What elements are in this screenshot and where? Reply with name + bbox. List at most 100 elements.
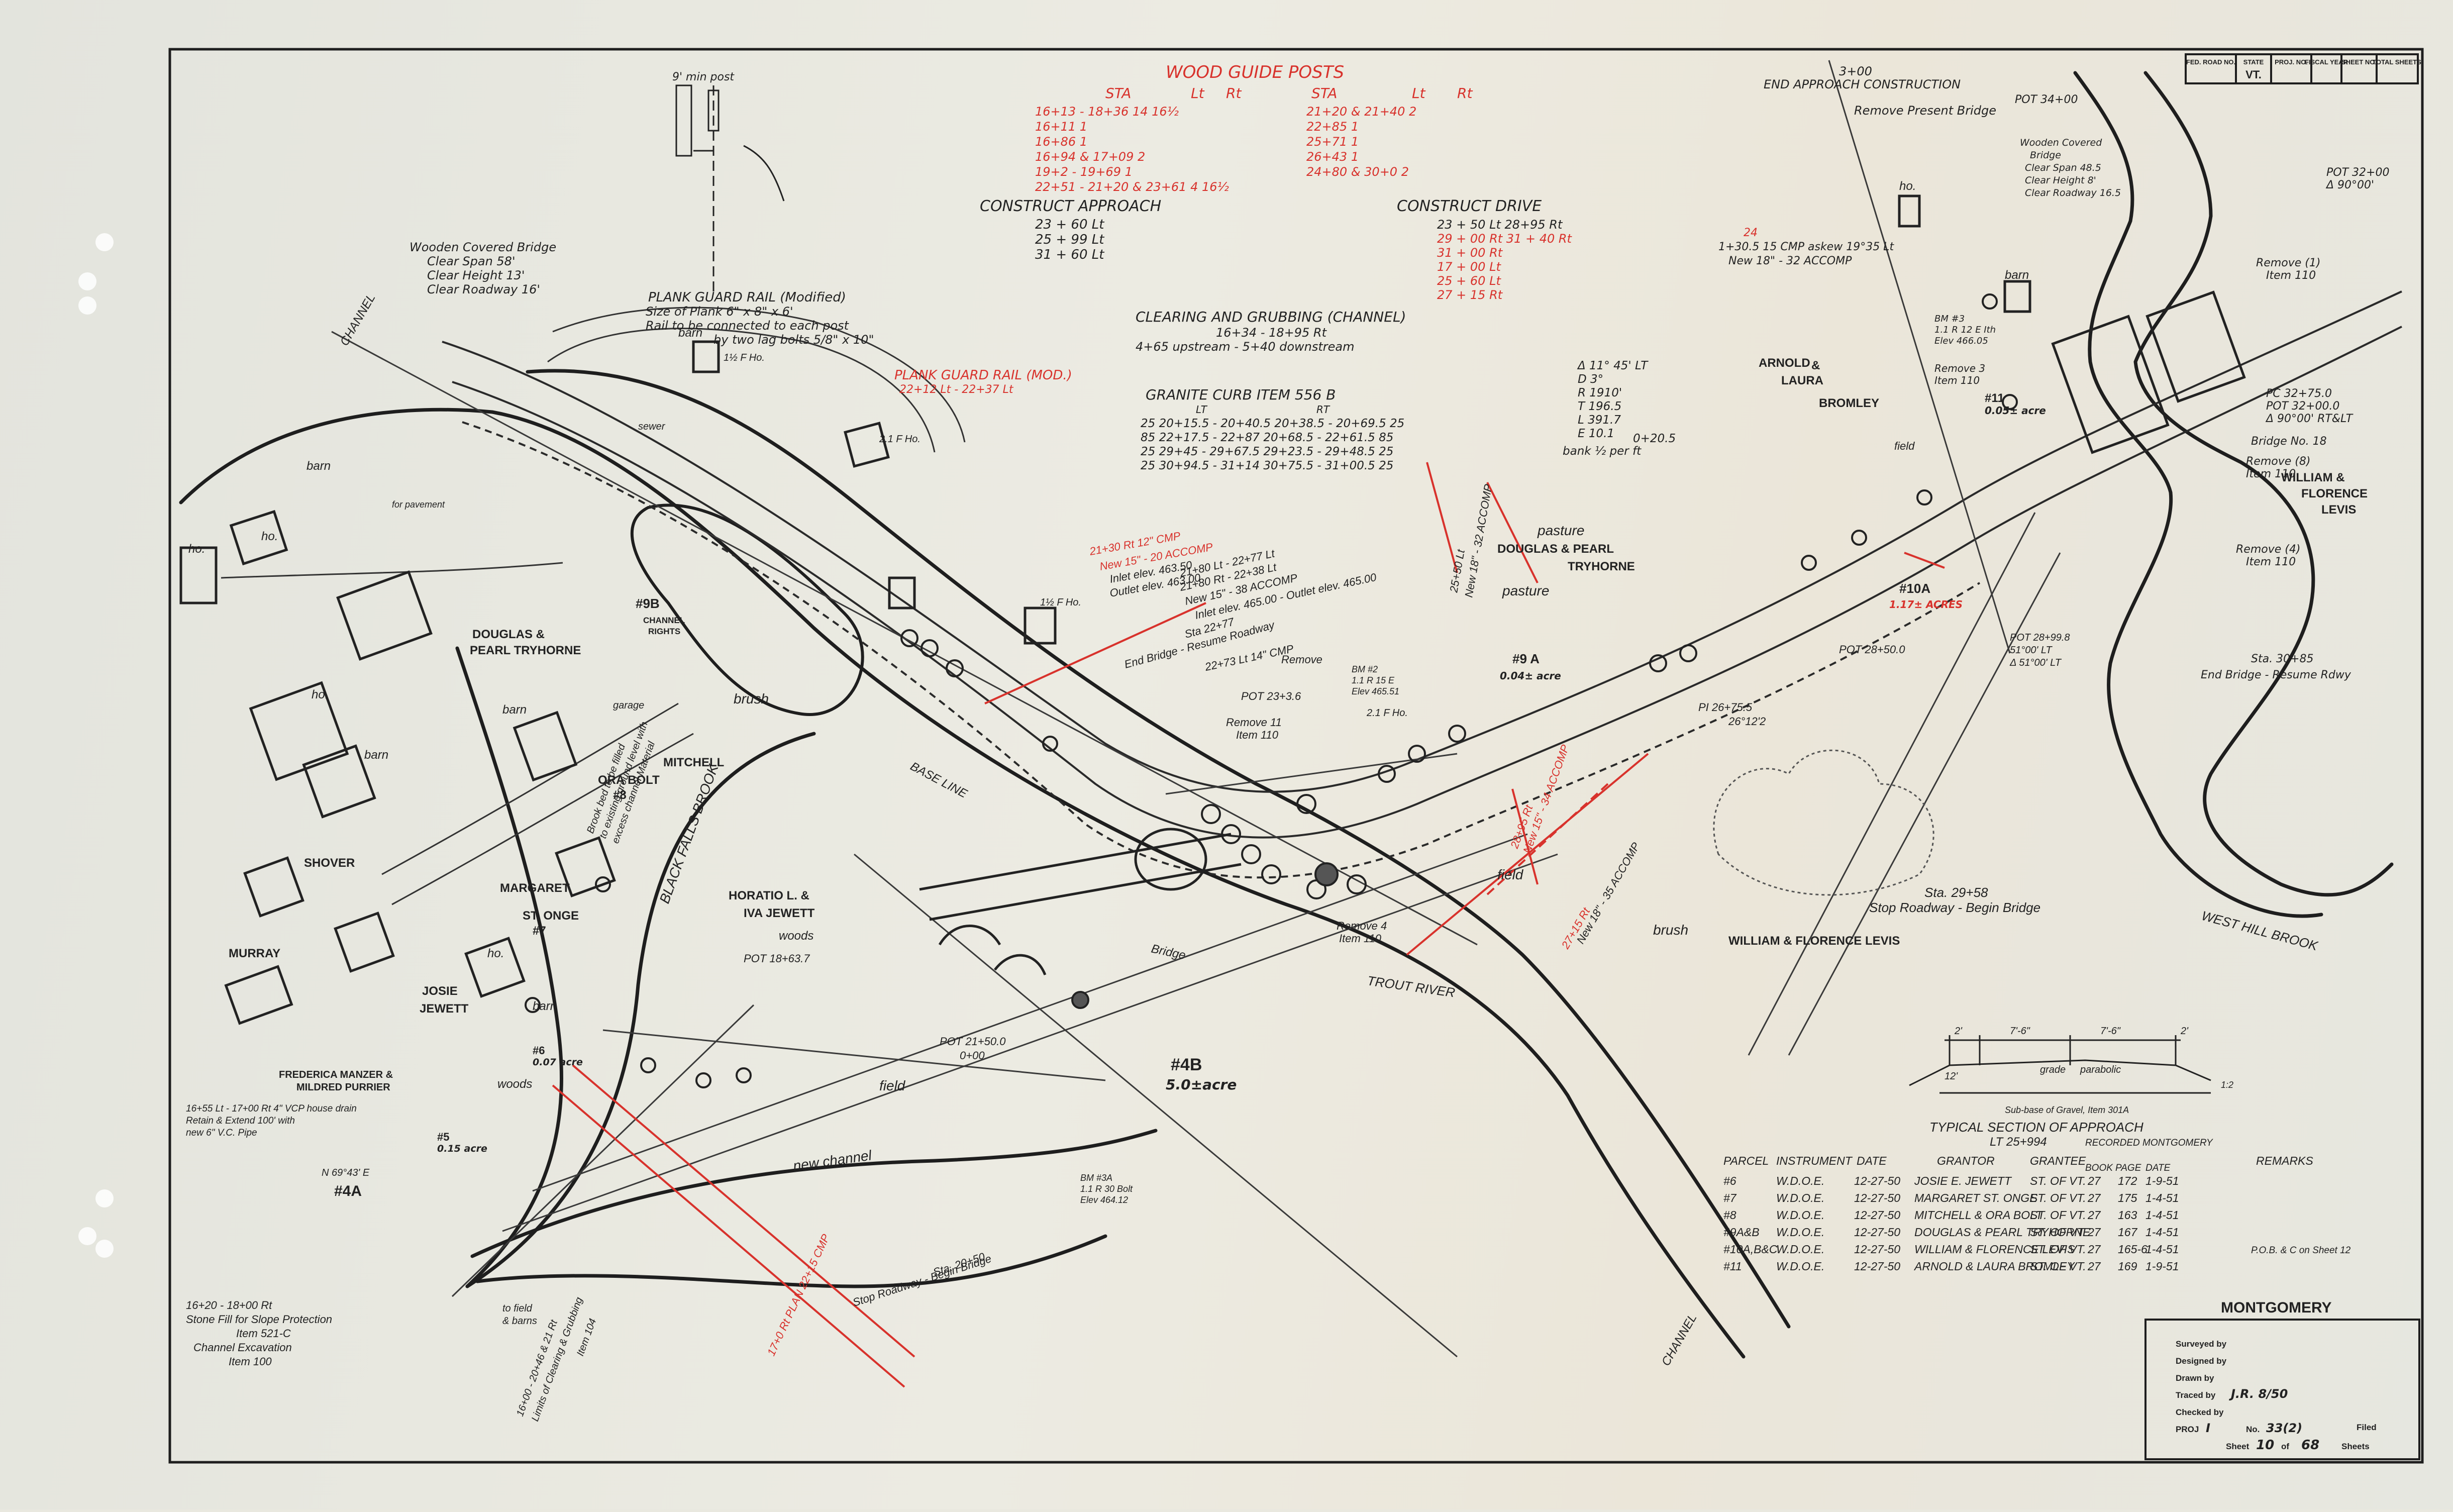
pot-2899-b: 51°00' LT — [2010, 645, 2053, 656]
owner-margaret-1: MARGARET — [500, 881, 570, 895]
tr-bridge-2: Bridge — [2030, 150, 2061, 161]
tree-symbols — [525, 293, 2018, 1088]
traced-by: Traced by — [2176, 1390, 2216, 1400]
table-cell: 27 — [2087, 1226, 2101, 1239]
label-barn-6: barn — [2005, 268, 2029, 282]
label-ho-4: ho. — [487, 947, 504, 960]
table-cell: 1-9-51 — [2145, 1174, 2179, 1187]
table-cell: 12-27-50 — [1854, 1260, 1900, 1273]
plank-note-1: PLANK GUARD RAIL (Modified) — [648, 290, 846, 305]
label-base-line: BASE LINE — [908, 759, 970, 801]
n6-bearing: N 69°43' E — [322, 1167, 370, 1178]
granite-lt: LT — [1196, 404, 1208, 416]
plank-mod-1: PLANK GUARD RAIL (MOD.) — [894, 368, 1072, 383]
plank-note-3: Rail to be connected to each post — [646, 319, 850, 333]
table-cell: 1-4-51 — [2145, 1226, 2179, 1239]
owner-margaret-3: #7 — [533, 924, 546, 938]
section-base: Sub-base of Gravel, Item 301A — [2005, 1105, 2129, 1115]
table-cell: W.D.O.E. — [1776, 1208, 1824, 1222]
trout-river-north-bank — [179, 408, 1746, 1359]
bm3a-1: BM #3A — [1080, 1173, 1112, 1183]
construct-drive-row-6: 27 + 15 Rt — [1437, 288, 1503, 302]
post-detail-label: 9' min post — [672, 71, 735, 83]
pi-2675-sub: 26°12'2 — [1728, 715, 1766, 728]
owner-mitchell-3: #8 — [613, 788, 627, 802]
owner-william-r-1: WILLIAM & — [2281, 471, 2345, 484]
table-cell: #7 — [1723, 1191, 1737, 1204]
parcel-11: #11 — [1985, 391, 2004, 405]
stone-1: 16+20 - 18+00 Rt — [186, 1299, 272, 1312]
tr-bridge-1: Wooden Covered — [2020, 137, 2102, 148]
owner-arnold-4: BROMLEY — [1819, 396, 1879, 410]
table-cell: P.O.B. & C on Sheet 12 — [2251, 1245, 2351, 1256]
guide-posts-title: WOOD GUIDE POSTS — [1166, 62, 1344, 82]
table-cell: WILLIAM & FLORENCE LEVIS — [1914, 1243, 2075, 1256]
hdr-total-sheets: TOTAL SHEETS — [2372, 58, 2421, 66]
parcel-4a: #4A — [334, 1183, 362, 1199]
label-barn-1: barn — [306, 459, 331, 473]
tr-bridge18: Bridge No. 18 — [2251, 435, 2327, 448]
table-cell: ST. OF VT. — [2030, 1260, 2086, 1273]
curve-sta: 0+20.5 — [1633, 432, 1676, 445]
drain-1: 16+55 Lt - 17+00 Rt 4" VCP house drain — [186, 1103, 357, 1114]
plank-note-2: Size of Plank 6" x 8" x 6' — [646, 305, 793, 319]
tr-remove3-2: Item 110 — [1934, 374, 1980, 386]
granite-rt: RT — [1316, 404, 1331, 416]
curve-bank: bank ½ per ft — [1563, 445, 1642, 458]
bm2-3: Elev 465.51 — [1352, 686, 1399, 696]
gp-left-hdr-rt: Rt — [1226, 85, 1242, 102]
table-cell: 1-4-51 — [2145, 1191, 2179, 1204]
clearing-2: 16+34 - 18+95 Rt — [1216, 326, 1327, 340]
section-dim-5: 12' — [1945, 1071, 1958, 1082]
bridge-note-2: Clear Span 58' — [427, 254, 516, 268]
ph-grantor: GRANTOR — [1937, 1154, 1995, 1167]
gp-left-row-4: 16+94 & 17+09 2 — [1035, 150, 1145, 164]
bm3a-3: Elev 464.12 — [1080, 1195, 1128, 1205]
granite-curb-note: GRANITE CURB ITEM 556 B LT RT 25 20+15.5… — [1141, 386, 1404, 472]
table-cell: 165-6 — [2118, 1243, 2148, 1256]
label-flho-3: 1½ F Ho. — [1040, 597, 1081, 608]
parcel-10a-area: 1.17± ACRES — [1889, 598, 1963, 611]
parcel-10a: #10A — [1899, 581, 1930, 596]
table-cell: 12-27-50 — [1854, 1191, 1900, 1204]
state-value: VT. — [2245, 68, 2262, 81]
bm2-1: BM #2 — [1352, 664, 1378, 674]
table-cell: 12-27-50 — [1854, 1174, 1900, 1187]
clearing-1: CLEARING AND GRUBBING (CHANNEL) — [1136, 309, 1406, 325]
parcel-9b-ch: CHANNEL — [643, 616, 685, 625]
construct-approach-row-3: 31 + 60 Lt — [1035, 247, 1104, 262]
ph-remarks: REMARKS — [2256, 1154, 2313, 1167]
table-cell: 27 — [2087, 1174, 2101, 1187]
parcel-9a: #9 A — [1512, 651, 1540, 666]
table-cell: 1-4-51 — [2145, 1243, 2179, 1256]
tr-cmp-3: New 18" - 32 ACCOMP — [1728, 255, 1852, 267]
construct-drive-row-2: 29 + 00 Rt 31 + 40 Rt — [1437, 232, 1573, 246]
tr-pc: PC 32+75.0 — [2266, 387, 2332, 400]
tr-bm3-1: BM #3 — [1934, 314, 1965, 324]
label-channel-top: CHANNEL — [338, 291, 378, 348]
wood-guide-posts-note: WOOD GUIDE POSTS STA Lt Rt STA Lt Rt 16+… — [1035, 62, 1473, 194]
tr-station: 3+00 — [1839, 64, 1872, 78]
gp-right-row-4: 26+43 1 — [1306, 150, 1359, 164]
construct-approach-row-1: 23 + 60 Lt — [1035, 217, 1104, 232]
cmp14-2: Remove — [1281, 653, 1322, 666]
tr-delta: Δ 90°00' — [2325, 179, 2374, 191]
plank-guard-rail-mod-note: PLANK GUARD RAIL (MOD.) 22+12 Lt - 22+37… — [894, 368, 1072, 396]
table-cell: 169 — [2118, 1260, 2137, 1273]
label-flho-4: 2.1 F Ho. — [1366, 708, 1408, 719]
table-cell: 27 — [2087, 1243, 2101, 1256]
hdr-proj-no: PROJ. NO. — [2275, 58, 2308, 66]
gp-right-row-5: 24+80 & 30+0 2 — [1306, 165, 1409, 179]
map-labels: CHANNEL CHANNEL barn ho. ho. ho. ho. bar… — [188, 179, 2320, 1368]
table-cell: #10A,B&C — [1723, 1243, 1778, 1256]
sta-2958-1: Sta. 29+58 — [1924, 885, 1988, 900]
construct-drive-row-3: 31 + 00 Rt — [1437, 246, 1503, 260]
table-cell: 27 — [2087, 1208, 2101, 1222]
table-cell: ST. OF VT. — [2030, 1174, 2086, 1187]
construct-drive-title: CONSTRUCT DRIVE — [1397, 197, 1542, 215]
curve-l: L 391.7 — [1578, 414, 1621, 427]
sheet-value: 10 — [2256, 1438, 2274, 1453]
table-cell: 27 — [2087, 1260, 2101, 1273]
